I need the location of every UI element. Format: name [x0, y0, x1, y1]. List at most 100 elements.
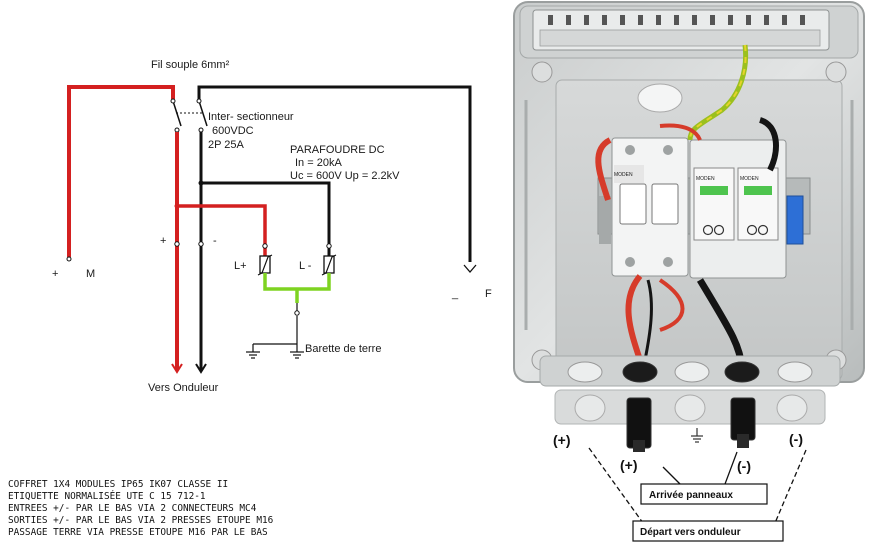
output-plus-label: (+) — [553, 432, 571, 448]
surge-label-line3: Uc = 600V Up = 2.2kV — [290, 170, 400, 182]
disconnector-terminal — [170, 98, 176, 104]
gland — [622, 361, 658, 383]
terminal — [326, 243, 332, 249]
screw-post — [825, 61, 847, 83]
disconnector-handle — [619, 183, 647, 225]
surge-label-line1: PARAFOUDRE DC — [290, 144, 385, 156]
module-brand: MODEN — [614, 172, 633, 178]
disconnector-handle — [651, 183, 679, 225]
inverter-box-label: Départ vers onduleur — [640, 527, 741, 538]
input-plus-label: (+) — [620, 457, 638, 473]
cable-label: Fil souple 6mm² — [151, 59, 230, 71]
module-brand: MODEN — [740, 176, 759, 182]
module-screw — [625, 145, 635, 155]
mc4-connector — [730, 397, 756, 441]
gland — [567, 361, 603, 383]
mc4-connector — [633, 440, 645, 452]
spec-line: ENTREES +/- PAR LE BAS VIA 2 CONNECTEURS… — [8, 503, 257, 514]
disconnector-terminal — [196, 98, 202, 104]
disconnector-label-line1: Inter- sectionneur — [208, 111, 294, 123]
red-cable-photo — [595, 137, 612, 201]
positive-output-arrow — [171, 363, 183, 374]
blue-terminal — [786, 195, 804, 245]
gland — [724, 361, 760, 383]
ground-icon — [246, 344, 260, 359]
spec-line: COFFRET 1X4 MODULES IP65 IK07 CLASSE II — [8, 479, 228, 490]
disconnector-contact-minus — [198, 100, 208, 127]
l-minus-label: L - — [299, 260, 312, 272]
spec-line: ETIQUETTE NORMALISÉE UTE C 15 712-1 — [8, 490, 206, 502]
terminal — [174, 241, 180, 247]
l-plus-label: L+ — [234, 260, 247, 272]
underside-gland — [674, 394, 706, 422]
surge-cartridge — [693, 167, 735, 241]
red-cable-photo — [658, 278, 685, 332]
terminal — [262, 243, 268, 249]
gland — [674, 361, 710, 383]
varistor-minus-mark — [321, 254, 337, 276]
junction-dot — [198, 180, 204, 186]
varistor-plus-mark — [257, 254, 273, 276]
enclosure-photo: MODEN MODEN MODEN — [513, 1, 865, 542]
m-label: M — [86, 268, 95, 280]
red-cable-photo — [659, 123, 702, 141]
spec-line: SORTIES +/- PAR LE BAS VIA 2 PRESSES ETO… — [8, 515, 274, 526]
mc4-connector — [737, 434, 749, 448]
module-screw — [625, 257, 635, 267]
panels-box — [640, 483, 768, 505]
inverter-box — [632, 520, 784, 542]
screw-post — [531, 61, 553, 83]
plus-sign: + — [160, 235, 166, 247]
spec-line: PASSAGE TERRE VIA PRESSE ETOUPE M16 PAR … — [8, 527, 268, 538]
underside-gland — [776, 394, 808, 422]
disconnector-terminal — [198, 127, 204, 133]
red-cable-photo — [625, 274, 643, 361]
specs-block: COFFRET 1X4 MODULES IP65 IK07 CLASSE II … — [8, 479, 274, 538]
gland — [777, 361, 813, 383]
positive-input-wire — [67, 85, 175, 257]
top-gland — [637, 83, 683, 113]
ground-icon — [290, 344, 304, 359]
f-minus-sign: _ — [451, 288, 459, 300]
module-screw — [663, 145, 673, 155]
disconnector-label-line2: 600VDC — [212, 125, 254, 137]
wiring-schematic: Fil souple 6mm² Inter- sectionneur 600VD… — [52, 59, 492, 394]
grey-terminal — [599, 196, 611, 244]
output-minus-label: (-) — [789, 431, 803, 447]
f-terminal-mark — [463, 264, 477, 273]
surge-status-window — [744, 186, 772, 195]
minus-sign: - — [213, 235, 217, 247]
surge-cartridge — [737, 167, 779, 241]
surge-status-window — [700, 186, 728, 195]
junction-dot — [174, 203, 180, 209]
disconnector-label-line3: 2P 25A — [208, 139, 245, 151]
terminal — [66, 256, 72, 262]
terminal — [294, 310, 300, 316]
ground-icon — [691, 428, 703, 443]
underside-gland — [574, 394, 606, 422]
earth-wire — [263, 273, 331, 291]
module-screw — [663, 257, 673, 267]
to-inverter-label: Vers Onduleur — [148, 382, 219, 394]
terminal — [198, 241, 204, 247]
earth-bar-label: Barette de terre — [305, 343, 381, 355]
panels-box-label: Arrivée panneaux — [649, 490, 733, 501]
surge-negative-wire — [201, 181, 331, 262]
module-brand: MODEN — [696, 176, 715, 182]
surge-positive-wire — [177, 204, 267, 262]
ce-mark-icon — [746, 224, 769, 236]
m-plus-sign: + — [52, 268, 58, 280]
ce-mark-icon — [702, 224, 725, 236]
black-cable-photo — [758, 117, 779, 172]
terminal-strip-lower — [539, 29, 821, 47]
black-cable-photo — [643, 279, 653, 361]
terminal-strip-slots — [548, 15, 805, 25]
input-minus-label: (-) — [737, 458, 751, 474]
negative-input-wire — [197, 85, 472, 262]
disconnector-label-plate — [614, 165, 644, 183]
negative-output-arrow — [195, 363, 207, 374]
f-label: F — [485, 288, 492, 300]
disconnector-terminal — [174, 127, 180, 133]
pointer-line — [774, 449, 807, 524]
